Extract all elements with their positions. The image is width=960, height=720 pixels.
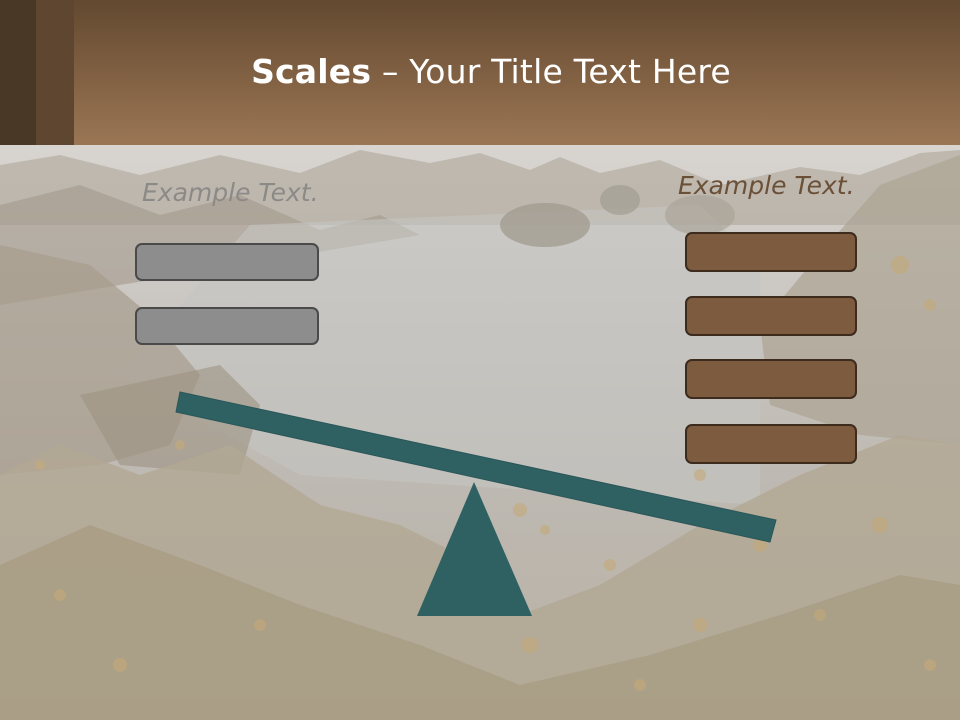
slide-title: Scales – Your Title Text Here xyxy=(0,52,960,91)
header-accent-stripe xyxy=(36,0,74,145)
left-text-box[interactable] xyxy=(135,243,319,281)
right-text-box[interactable] xyxy=(685,359,857,399)
slide-header xyxy=(0,0,960,145)
right-text-box[interactable] xyxy=(685,296,857,336)
scale-fulcrum[interactable] xyxy=(417,482,532,616)
right-text-box[interactable] xyxy=(685,232,857,272)
right-text-box[interactable] xyxy=(685,424,857,464)
right-heading: Example Text. xyxy=(678,171,855,200)
scale-beam[interactable] xyxy=(175,391,777,543)
left-heading: Example Text. xyxy=(142,178,319,207)
title-rest: – Your Title Text Here xyxy=(371,52,731,91)
title-bold: Scales xyxy=(251,52,372,91)
left-text-box[interactable] xyxy=(135,307,319,345)
header-accent-stripe xyxy=(0,0,36,145)
